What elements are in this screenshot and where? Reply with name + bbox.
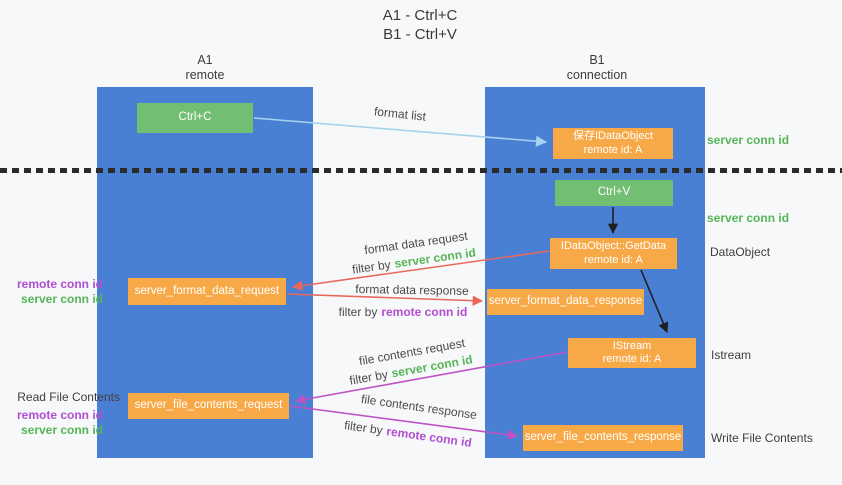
lifeline-a1-title: A1 [197, 53, 213, 67]
filter-by-text: filter by [343, 418, 384, 438]
remote-conn-id-text: remote conn id [381, 305, 468, 319]
filter-by-text: filter by [348, 367, 389, 388]
ctrl-v-node: Ctrl+V [555, 180, 673, 206]
filter-by-text: filter by [351, 257, 392, 277]
istream-line1: IStream [612, 339, 652, 352]
title-line-2: B1 - Ctrl+V [383, 26, 457, 43]
dataobject-side-label: DataObject [710, 245, 771, 259]
server-file-contents-request-node: server_file_contents_request [128, 393, 289, 419]
remote-conn-id-side-label-1: remote conn id [16, 277, 103, 291]
server-format-data-response-label: server_format_data_response [488, 295, 643, 308]
server-conn-id-side-label-2: server conn id [20, 423, 103, 437]
server-conn-id-side-label-mid: server conn id [707, 211, 790, 225]
ctrl-c-node: Ctrl+C [137, 103, 253, 133]
save-dataobject-node: 保存IDataObject remote id: A [553, 128, 673, 159]
write-file-contents-label: Write File Contents [711, 431, 813, 445]
remote-conn-id-side-label-2: remote conn id [16, 408, 103, 422]
server-file-contents-response-node: server_file_contents_response [523, 425, 683, 451]
lifeline-header-a1: A1 remote [145, 53, 265, 83]
getdata-node: IDataObject::GetData remote id: A [550, 238, 677, 269]
server-format-data-request-label: server_format_data_request [134, 284, 280, 297]
lifeline-b1-title: B1 [589, 53, 605, 67]
filter-by-text: filter by [338, 305, 378, 319]
diagram-title: A1 - Ctrl+C B1 - Ctrl+V [300, 6, 540, 44]
session-separator-dotted-line [0, 168, 842, 173]
server-file-contents-response-label: server_file_contents_response [524, 431, 682, 444]
istream-line2: remote id: A [602, 353, 662, 365]
read-file-contents-label: Read File Contents [17, 390, 120, 404]
lifeline-b1-subtitle: connection [566, 68, 628, 82]
server-conn-id-side-label-top: server conn id [707, 133, 790, 147]
ctrl-c-label: Ctrl+C [178, 111, 212, 124]
format-data-response-label: format data response [355, 282, 469, 298]
file-contents-response-label: file contents response [360, 391, 478, 423]
save-dataobject-line2: remote id: A [583, 143, 643, 156]
remote-conn-id-text: remote conn id [385, 424, 473, 450]
istream-node: IStream remote id: A [568, 338, 696, 368]
title-line-1: A1 - Ctrl+C [382, 7, 458, 24]
getdata-line2: remote id: A [584, 253, 643, 266]
ctrl-v-label: Ctrl+V [597, 186, 631, 199]
server-file-contents-request-label: server_file_contents_request [134, 399, 283, 412]
lifeline-a1-subtitle: remote [185, 68, 225, 82]
lifeline-header-b1: B1 connection [537, 53, 657, 83]
save-dataobject-line1: 保存IDataObject [572, 130, 654, 142]
server-format-data-request-node: server_format_data_request [128, 278, 286, 305]
format-list-label: format list [373, 104, 427, 124]
server-format-data-response-node: server_format_data_response [487, 289, 644, 315]
getdata-line1: IDataObject::GetData [560, 240, 667, 252]
istream-side-label: Istream [711, 348, 752, 362]
server-conn-id-side-label-1: server conn id [20, 292, 103, 306]
